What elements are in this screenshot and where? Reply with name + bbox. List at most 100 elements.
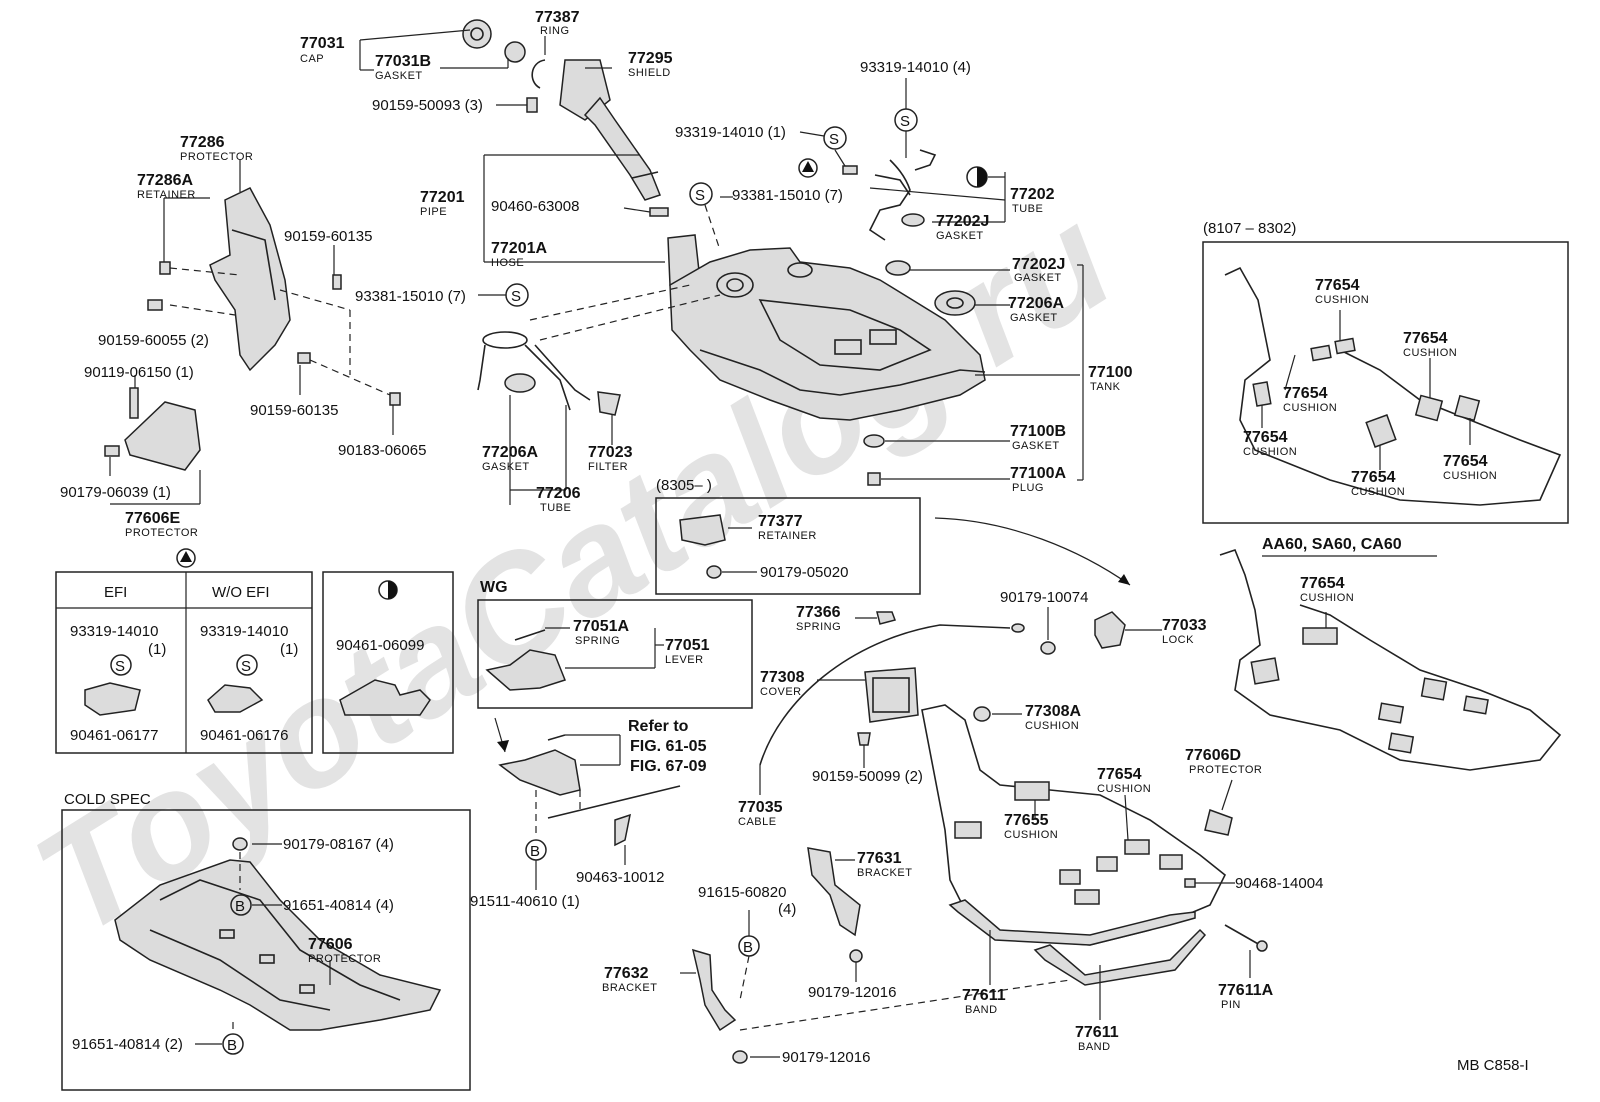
label-77654-b: 77654: [1403, 330, 1448, 347]
b-symbol-icon: B: [222, 1033, 244, 1055]
label-77031-desc: CAP: [300, 53, 324, 65]
b-symbol-icon: B: [525, 839, 547, 861]
svg-text:S: S: [695, 187, 705, 204]
label-90179-12016-b: 90179-12016: [782, 1049, 870, 1066]
label-90463-10012: 90463-10012: [576, 869, 664, 886]
label-91615-qty: (4): [778, 901, 796, 918]
label-77051: 77051: [665, 637, 710, 654]
s-symbol-icon: S: [236, 654, 258, 676]
label-77031: 77031: [300, 35, 345, 52]
label-77206: 77206: [536, 485, 581, 502]
retainer-box: [655, 497, 921, 595]
efi-table: EFI W/O EFI 93319-14010 (1) S 90461-0617…: [55, 571, 454, 754]
svg-text:S: S: [115, 658, 125, 675]
flow-arrow: [934, 517, 1131, 586]
efi-bottom-part: 90461-06177: [70, 727, 158, 744]
label-77206A-r: 77206A: [1008, 295, 1064, 312]
label-77631: 77631: [857, 850, 902, 867]
label-77366-desc: SPRING: [796, 621, 841, 633]
label-77654-d: 77654: [1243, 429, 1288, 446]
label-91615-60820: 91615-60820: [698, 884, 786, 901]
label-90183-06065: 90183-06065: [338, 442, 426, 459]
aa60-header: AA60, SA60, CA60: [1262, 536, 1402, 553]
label-77377: 77377: [758, 513, 803, 530]
label-93381-15010-b: 93381-15010 (7): [355, 288, 466, 305]
label-77654-f-desc: CUSHION: [1351, 486, 1405, 498]
label-77035-desc: CABLE: [738, 816, 777, 828]
label-77655: 77655: [1004, 812, 1049, 829]
label-77611-b-desc: BAND: [1078, 1041, 1111, 1053]
label-77023-desc: FILTER: [588, 461, 628, 473]
s-symbol-icon: S: [505, 283, 529, 307]
efi-qty: (1): [148, 641, 166, 658]
svg-text:S: S: [511, 288, 521, 305]
label-90159-60055: 90159-60055 (2): [98, 332, 209, 349]
protector-77606D-icon: [1204, 809, 1233, 836]
label-90159-60135-b: 90159-60135: [250, 402, 338, 419]
label-77100A: 77100A: [1010, 465, 1066, 482]
label-77035: 77035: [738, 799, 783, 816]
label-77654-a-desc: CUSHION: [1315, 294, 1369, 306]
label-77033-desc: LOCK: [1162, 634, 1194, 646]
fuel-tank-77100: [669, 247, 986, 421]
label-77654-a: 77654: [1315, 277, 1360, 294]
tank-mount-underbody: [921, 704, 1233, 946]
gasket-77206A-icon: [934, 290, 976, 316]
label-77606D-desc: PROTECTOR: [1189, 764, 1262, 776]
label-77100B-desc: GASKET: [1012, 440, 1060, 452]
label-77033: 77033: [1162, 617, 1207, 634]
label-90460-63008: 90460-63008: [491, 198, 579, 215]
label-77206-desc: TUBE: [540, 502, 571, 514]
b-symbol-icon: B: [230, 894, 252, 916]
label-77655-desc: CUSHION: [1004, 829, 1058, 841]
sender-tube-77206: [477, 331, 621, 416]
label-77201A: 77201A: [491, 240, 547, 257]
wo-efi-header: W/O EFI: [212, 584, 270, 601]
label-77654-c: 77654: [1283, 385, 1328, 402]
svg-text:S: S: [900, 113, 910, 130]
label-90179-10074: 90179-10074: [1000, 589, 1088, 606]
range-8107-8302-header: (8107 – 8302): [1203, 220, 1296, 237]
band-77611-a-icon: [948, 899, 1196, 946]
label-91651-40814-4: 91651-40814 (4): [283, 897, 394, 914]
plug-77100A-icon: [867, 472, 881, 486]
s-symbol-icon: S: [823, 126, 847, 150]
label-77654-c-desc: CUSHION: [1283, 402, 1337, 414]
label-77632: 77632: [604, 965, 649, 982]
label-90179-05020: 90179-05020: [760, 564, 848, 581]
label-77100: 77100: [1088, 364, 1133, 381]
label-93319-14010-1: 93319-14010 (1): [675, 124, 786, 141]
refer-to-label: Refer to: [628, 718, 689, 735]
label-90159-60135-a: 90159-60135: [284, 228, 372, 245]
label-77606: 77606: [308, 936, 353, 953]
label-90468-14004: 90468-14004: [1235, 875, 1323, 892]
label-77201-desc: PIPE: [420, 206, 447, 218]
s-symbol-icon: S: [110, 654, 132, 676]
half-circle-symbol-icon: [378, 580, 398, 600]
label-77051-desc: LEVER: [665, 654, 704, 666]
label-77308: 77308: [760, 669, 805, 686]
label-77366: 77366: [796, 604, 841, 621]
label-77611-b: 77611: [1075, 1024, 1119, 1041]
gasket-77100B-icon: [863, 434, 885, 448]
label-77611-a: 77611: [962, 987, 1006, 1004]
label-77286A: 77286A: [137, 172, 193, 189]
document-code: MB C858-I: [1457, 1057, 1529, 1074]
label-77606E-desc: PROTECTOR: [125, 527, 198, 539]
label-77387: 77387: [535, 9, 580, 26]
cold-spec-header: COLD SPEC: [64, 791, 151, 808]
cold-spec-box: [61, 809, 471, 1091]
label-77654-d-desc: CUSHION: [1243, 446, 1297, 458]
protector-77606: [114, 859, 442, 1031]
label-77202: 77202: [1010, 186, 1055, 203]
label-77206A-l: 77206A: [482, 444, 538, 461]
label-77295-desc: SHIELD: [628, 67, 671, 79]
label-77051A-desc: SPRING: [575, 635, 620, 647]
label-77606D: 77606D: [1185, 747, 1241, 764]
protector-77286: [104, 187, 401, 471]
label-77202-desc: TUBE: [1012, 203, 1043, 215]
label-77206A-r-desc: GASKET: [1010, 312, 1058, 324]
label-90159-50099: 90159-50099 (2): [812, 768, 923, 785]
range-8305-header: (8305– ): [656, 477, 712, 494]
label-77201A-desc: HOSE: [491, 257, 524, 269]
